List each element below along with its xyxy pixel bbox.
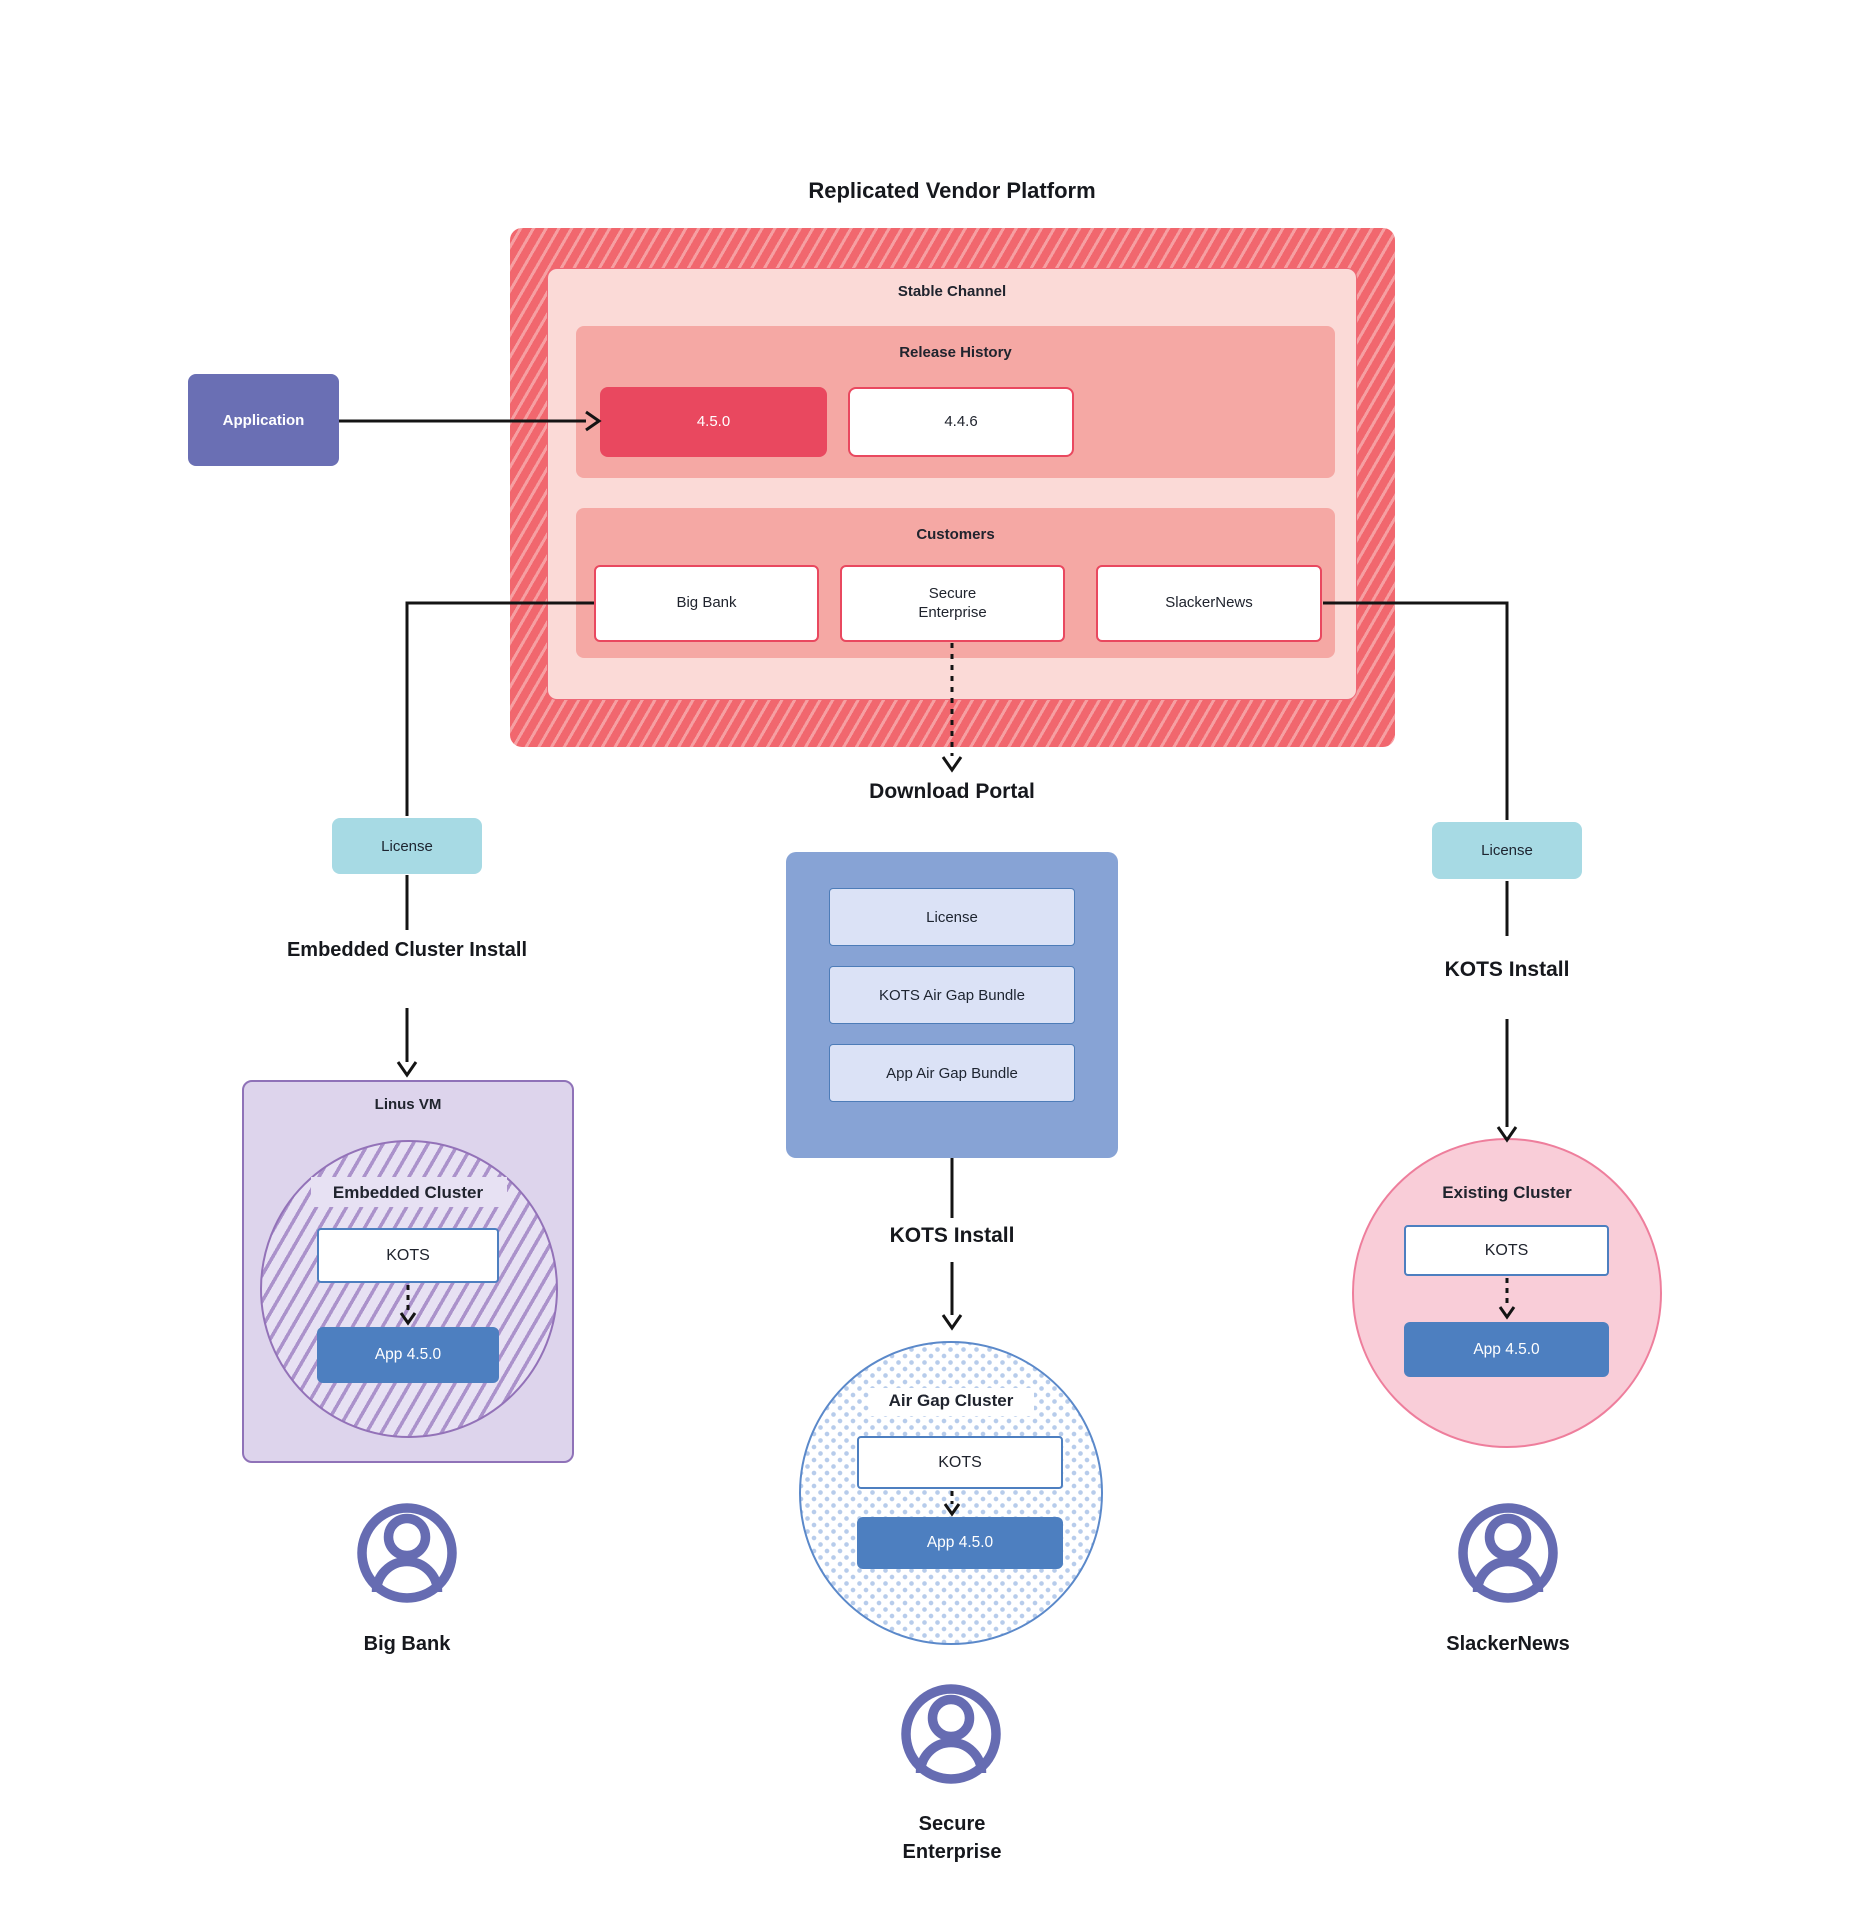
kots-install-label-right: KOTS Install bbox=[1444, 958, 1570, 981]
person-label-secure-enterprise: Secure Enterprise bbox=[902, 1813, 1002, 1863]
customers-label: Customers bbox=[916, 526, 995, 543]
user-icon bbox=[901, 1684, 1001, 1784]
kots-install-label-middle: KOTS Install bbox=[889, 1224, 1015, 1247]
user-icon bbox=[357, 1503, 457, 1603]
customer-box-big-bank: Big Bank bbox=[594, 565, 819, 642]
air-gap-cluster-label-band bbox=[870, 1388, 1034, 1416]
release-chip-previous: 4.4.6 bbox=[848, 387, 1074, 457]
user-icon bbox=[1458, 1503, 1558, 1603]
customer-box-secure-enterprise: Secure Enterprise bbox=[840, 565, 1065, 642]
page-title: Replicated Vendor Platform bbox=[808, 178, 1096, 203]
kots-box-middle: KOTS bbox=[857, 1436, 1063, 1489]
app-chip-left: App 4.5.0 bbox=[317, 1327, 499, 1383]
customer-box-slackernews: SlackerNews bbox=[1096, 565, 1322, 642]
license-chip-right: License bbox=[1432, 822, 1582, 879]
person-label-big-bank: Big Bank bbox=[363, 1633, 451, 1655]
linus-vm-label: Linus VM bbox=[374, 1096, 442, 1113]
portal-item-license: License bbox=[829, 888, 1075, 946]
portal-item-app-airgap-bundle: App Air Gap Bundle bbox=[829, 1044, 1075, 1102]
air-gap-cluster-circle bbox=[799, 1341, 1103, 1645]
license-chip-left: License bbox=[332, 818, 482, 874]
app-chip-middle: App 4.5.0 bbox=[857, 1517, 1063, 1569]
release-chip-current: 4.5.0 bbox=[600, 387, 827, 457]
existing-cluster-label: Existing Cluster bbox=[1442, 1183, 1572, 1202]
release-history-label: Release History bbox=[899, 344, 1012, 361]
customer-box-secure-enterprise-label: Secure Enterprise bbox=[918, 584, 987, 621]
app-chip-right: App 4.5.0 bbox=[1404, 1322, 1609, 1377]
embedded-cluster-label: Embedded Cluster bbox=[332, 1183, 484, 1202]
embedded-cluster-install-label: Embedded Cluster Install bbox=[286, 939, 528, 961]
kots-box-left: KOTS bbox=[317, 1228, 499, 1283]
stable-channel-label: Stable Channel bbox=[897, 283, 1007, 300]
embedded-cluster-label-band bbox=[311, 1177, 507, 1207]
portal-item-kots-airgap-bundle: KOTS Air Gap Bundle bbox=[829, 966, 1075, 1024]
person-label-slackernews: SlackerNews bbox=[1446, 1633, 1570, 1655]
application-box: Application bbox=[188, 374, 339, 466]
download-portal-title: Download Portal bbox=[869, 780, 1035, 803]
kots-box-right: KOTS bbox=[1404, 1225, 1609, 1276]
air-gap-cluster-label: Air Gap Cluster bbox=[888, 1391, 1014, 1410]
